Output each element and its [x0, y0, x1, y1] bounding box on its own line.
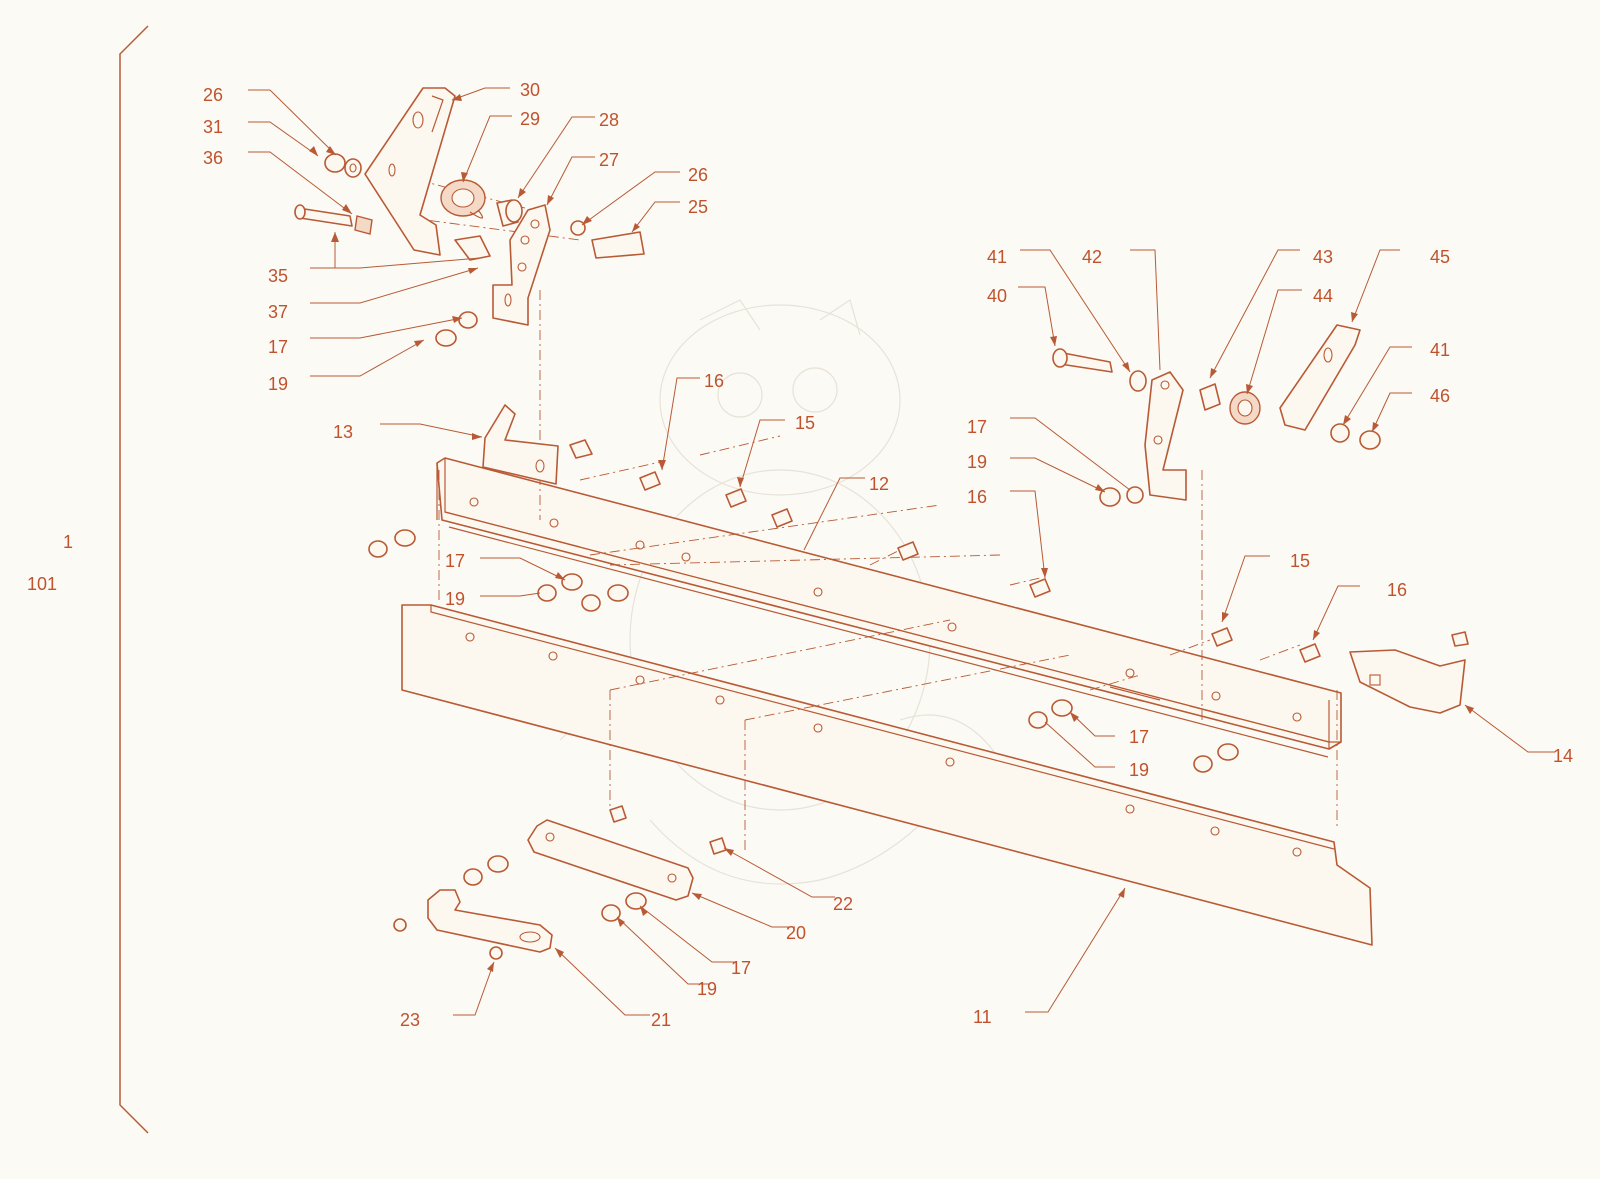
assembly-number: 1 — [63, 532, 73, 552]
callout-17: 17 — [268, 337, 288, 357]
callout-28: 28 — [599, 110, 619, 130]
callout-13: 13 — [333, 422, 353, 442]
callout-45: 45 — [1430, 247, 1450, 267]
bracket-part-21 — [393, 889, 553, 960]
fasteners-bar — [368, 471, 1321, 773]
callout-19: 19 — [967, 452, 987, 472]
callout-30: 30 — [520, 80, 540, 100]
callout-31: 31 — [203, 117, 223, 137]
callout-17: 17 — [967, 417, 987, 437]
callout-19: 19 — [268, 374, 288, 394]
callout-14: 14 — [1553, 746, 1573, 766]
callout-23: 23 — [400, 1010, 420, 1030]
callout-12: 12 — [869, 474, 889, 494]
callout-19: 19 — [1129, 760, 1149, 780]
pivot-plate-part-27 — [492, 204, 551, 326]
callout-35: 35 — [268, 266, 288, 286]
callout-17: 17 — [731, 958, 751, 978]
fasteners-lower — [463, 855, 647, 922]
latch-plate-part-30 — [364, 87, 456, 256]
handle-part-13 — [482, 404, 593, 485]
bushing-part-28 — [496, 199, 523, 227]
callout-46: 46 — [1430, 386, 1450, 406]
clamp-bar-part-20 — [527, 805, 727, 901]
callout-25: 25 — [688, 197, 708, 217]
callout-17: 17 — [445, 551, 465, 571]
callout-19: 19 — [445, 589, 465, 609]
callout-21: 21 — [651, 1010, 671, 1030]
callout-27: 27 — [599, 150, 619, 170]
callout-36: 36 — [203, 148, 223, 168]
callout-26: 26 — [688, 165, 708, 185]
callout-16: 16 — [967, 487, 987, 507]
callout-29: 29 — [520, 109, 540, 129]
callout-16: 16 — [704, 371, 724, 391]
callout-41: 41 — [1430, 340, 1450, 360]
angle-bar-part-12 — [436, 457, 1342, 758]
assembly-bracket — [119, 25, 149, 1134]
callout-16: 16 — [1387, 580, 1407, 600]
callout-43: 43 — [1313, 247, 1333, 267]
callout-26: 26 — [203, 85, 223, 105]
callout-40: 40 — [987, 286, 1007, 306]
callout-11: 11 — [973, 1007, 992, 1027]
leader-lines — [248, 87, 1555, 1016]
callout-44: 44 — [1313, 286, 1333, 306]
assembly-sub-number: 101 — [27, 574, 57, 594]
leader-arrowheads — [309, 94, 1474, 972]
spring-part-29 — [440, 179, 486, 219]
callout-19: 19 — [697, 979, 717, 999]
callout-17: 17 — [1129, 727, 1149, 747]
assembly-centerlines — [379, 169, 1338, 850]
latch-assembly-right — [1052, 324, 1381, 507]
callout-labels: 1 101 26 31 36 30 29 28 27 26 25 35 37 1… — [27, 80, 1573, 1030]
end-plate-part-14 — [1349, 631, 1469, 714]
blade-part-11 — [401, 604, 1373, 946]
callout-42: 42 — [1082, 247, 1102, 267]
latch-hardware — [294, 153, 645, 347]
callout-15: 15 — [795, 413, 815, 433]
callout-22: 22 — [833, 894, 853, 914]
callout-15: 15 — [1290, 551, 1310, 571]
callout-37: 37 — [268, 302, 288, 322]
callout-41: 41 — [987, 247, 1007, 267]
callout-20: 20 — [786, 923, 806, 943]
